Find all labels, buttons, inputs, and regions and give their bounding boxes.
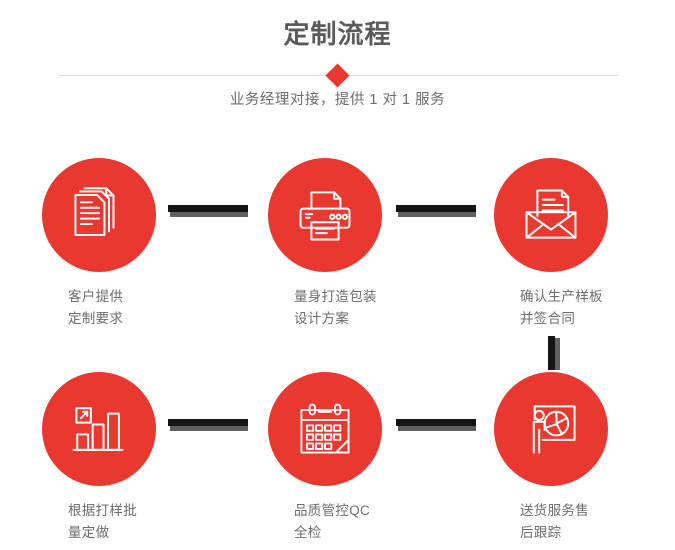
connector-shadow [398, 212, 476, 217]
step-caption-6: 送货服务售 后跟踪 [520, 503, 589, 540]
step-icon-badge-3 [494, 158, 608, 272]
step-icon-badge-6 [494, 372, 608, 486]
step-icon-badge-1 [42, 158, 156, 272]
step-caption-2: 量身打造包装 设计方案 [294, 289, 377, 326]
connector-5-6 [396, 419, 476, 431]
connector-3-6 [548, 336, 560, 370]
presentation-icon [532, 405, 576, 454]
envelope-icon [525, 189, 577, 239]
subtitle: 业务经理对接，提供 1 对 1 服务 [229, 92, 446, 108]
connector-bar [168, 419, 248, 426]
step-caption-1: 客户提供 定制要求 [68, 289, 124, 326]
step-icon-badge-5 [268, 372, 382, 486]
page-title: 定制流程 [283, 19, 392, 49]
connector-shadow [555, 338, 560, 370]
divider [58, 63, 618, 88]
connector-shadow [170, 426, 248, 431]
connector-2-3 [396, 205, 476, 217]
header: 定制流程 业务经理对接，提供 1 对 1 服务 [0, 0, 675, 130]
step-icon-badge-2 [268, 158, 382, 272]
calendar-icon [300, 403, 350, 454]
connector-bar [168, 205, 248, 212]
printer-icon [299, 191, 351, 241]
step-caption-3: 确认生产样板 并签合同 [520, 289, 603, 326]
connector-4-5 [168, 419, 248, 431]
bar-chart-icon [72, 407, 124, 451]
step-caption-5: 品质管控QC 全检 [294, 503, 371, 540]
connector-shadow [170, 212, 248, 217]
documents-icon [74, 187, 115, 236]
connector-1-2 [168, 205, 248, 217]
connector-bar [396, 205, 476, 212]
step-caption-4: 根据打样批 量定做 [68, 503, 137, 540]
diamond-icon [325, 63, 350, 88]
connector-shadow [398, 426, 476, 431]
connector-bar [548, 336, 555, 370]
step-icon-badge-4 [42, 372, 156, 486]
connector-bar [396, 419, 476, 426]
